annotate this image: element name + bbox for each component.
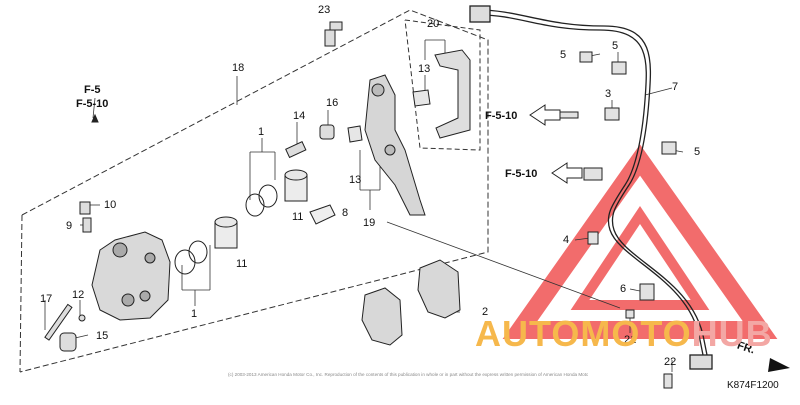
- part-label-13-upper[interactable]: 13: [418, 63, 431, 75]
- part-label-5-right[interactable]: 5: [694, 146, 701, 158]
- ref-label-f510-right-lower[interactable]: F-5-10: [505, 168, 538, 180]
- part-label-1-lower[interactable]: 1: [191, 308, 198, 320]
- part-label-4[interactable]: 4: [563, 234, 570, 246]
- front-direction-arrow-icon: [768, 358, 790, 372]
- part-label-5-upper-left[interactable]: 5: [560, 49, 567, 61]
- part-label-21[interactable]: 21: [624, 334, 637, 346]
- bracket-assembly: [434, 49, 471, 139]
- ref-label-f510-left[interactable]: F-5-10: [76, 98, 109, 110]
- part-label-11-left[interactable]: 11: [236, 258, 248, 270]
- brake-pads: [361, 259, 461, 346]
- copyright-notice: (c) 2003-2013 American Honda Motor Co., …: [228, 372, 588, 377]
- part-label-9[interactable]: 9: [66, 220, 73, 232]
- reference-pointer-icon: [91, 113, 99, 123]
- watermark-triangle-icon: [502, 144, 778, 339]
- part-label-11-right[interactable]: 11: [292, 211, 304, 223]
- watermark-logo: AUTOMOTOHUB: [475, 314, 773, 354]
- ref-label-f510-right-upper[interactable]: F-5-10: [485, 110, 518, 122]
- part-label-14[interactable]: 14: [293, 110, 306, 122]
- diagram-code: K874F1200: [727, 380, 779, 391]
- abs-sensor-cable: [469, 5, 713, 370]
- part-label-2[interactable]: 2: [482, 306, 489, 318]
- bolts-and-pins: [44, 21, 343, 352]
- pad-spring: [309, 204, 336, 225]
- part-label-15[interactable]: 15: [96, 330, 109, 342]
- part-label-1-upper[interactable]: 1: [258, 126, 265, 138]
- part-label-3[interactable]: 3: [605, 88, 612, 100]
- pad-spring-clips: [347, 89, 431, 143]
- cable-clamps: [555, 51, 677, 389]
- part-label-6[interactable]: 6: [620, 283, 627, 295]
- watermark-brand-part1: AUTOMOTO: [475, 313, 692, 354]
- part-label-23[interactable]: 23: [318, 4, 331, 16]
- part-label-19[interactable]: 19: [363, 217, 376, 229]
- caliper-bracket: [364, 74, 426, 216]
- reference-arrow-icons: [529, 104, 583, 184]
- part-label-20[interactable]: 20: [427, 18, 440, 30]
- leader-lines: [44, 39, 684, 372]
- part-label-22[interactable]: 22: [664, 356, 677, 368]
- part-label-10[interactable]: 10: [104, 199, 117, 211]
- part-label-18[interactable]: 18: [232, 62, 245, 74]
- pistons-and-seals: [174, 169, 308, 275]
- watermark-brand-part2: HUB: [691, 313, 773, 354]
- part-label-5-upper-right[interactable]: 5: [612, 40, 619, 52]
- caliper-assembly-outline: [19, 9, 489, 373]
- ref-label-f5[interactable]: F-5: [84, 84, 101, 96]
- part-label-16[interactable]: 16: [326, 97, 339, 109]
- part-label-7[interactable]: 7: [672, 81, 679, 93]
- part-label-13-lower[interactable]: 13: [349, 174, 362, 186]
- part-label-17[interactable]: 17: [40, 293, 53, 305]
- caliper-body: [91, 231, 171, 321]
- part-label-8[interactable]: 8: [342, 207, 349, 219]
- part-label-12[interactable]: 12: [72, 289, 85, 301]
